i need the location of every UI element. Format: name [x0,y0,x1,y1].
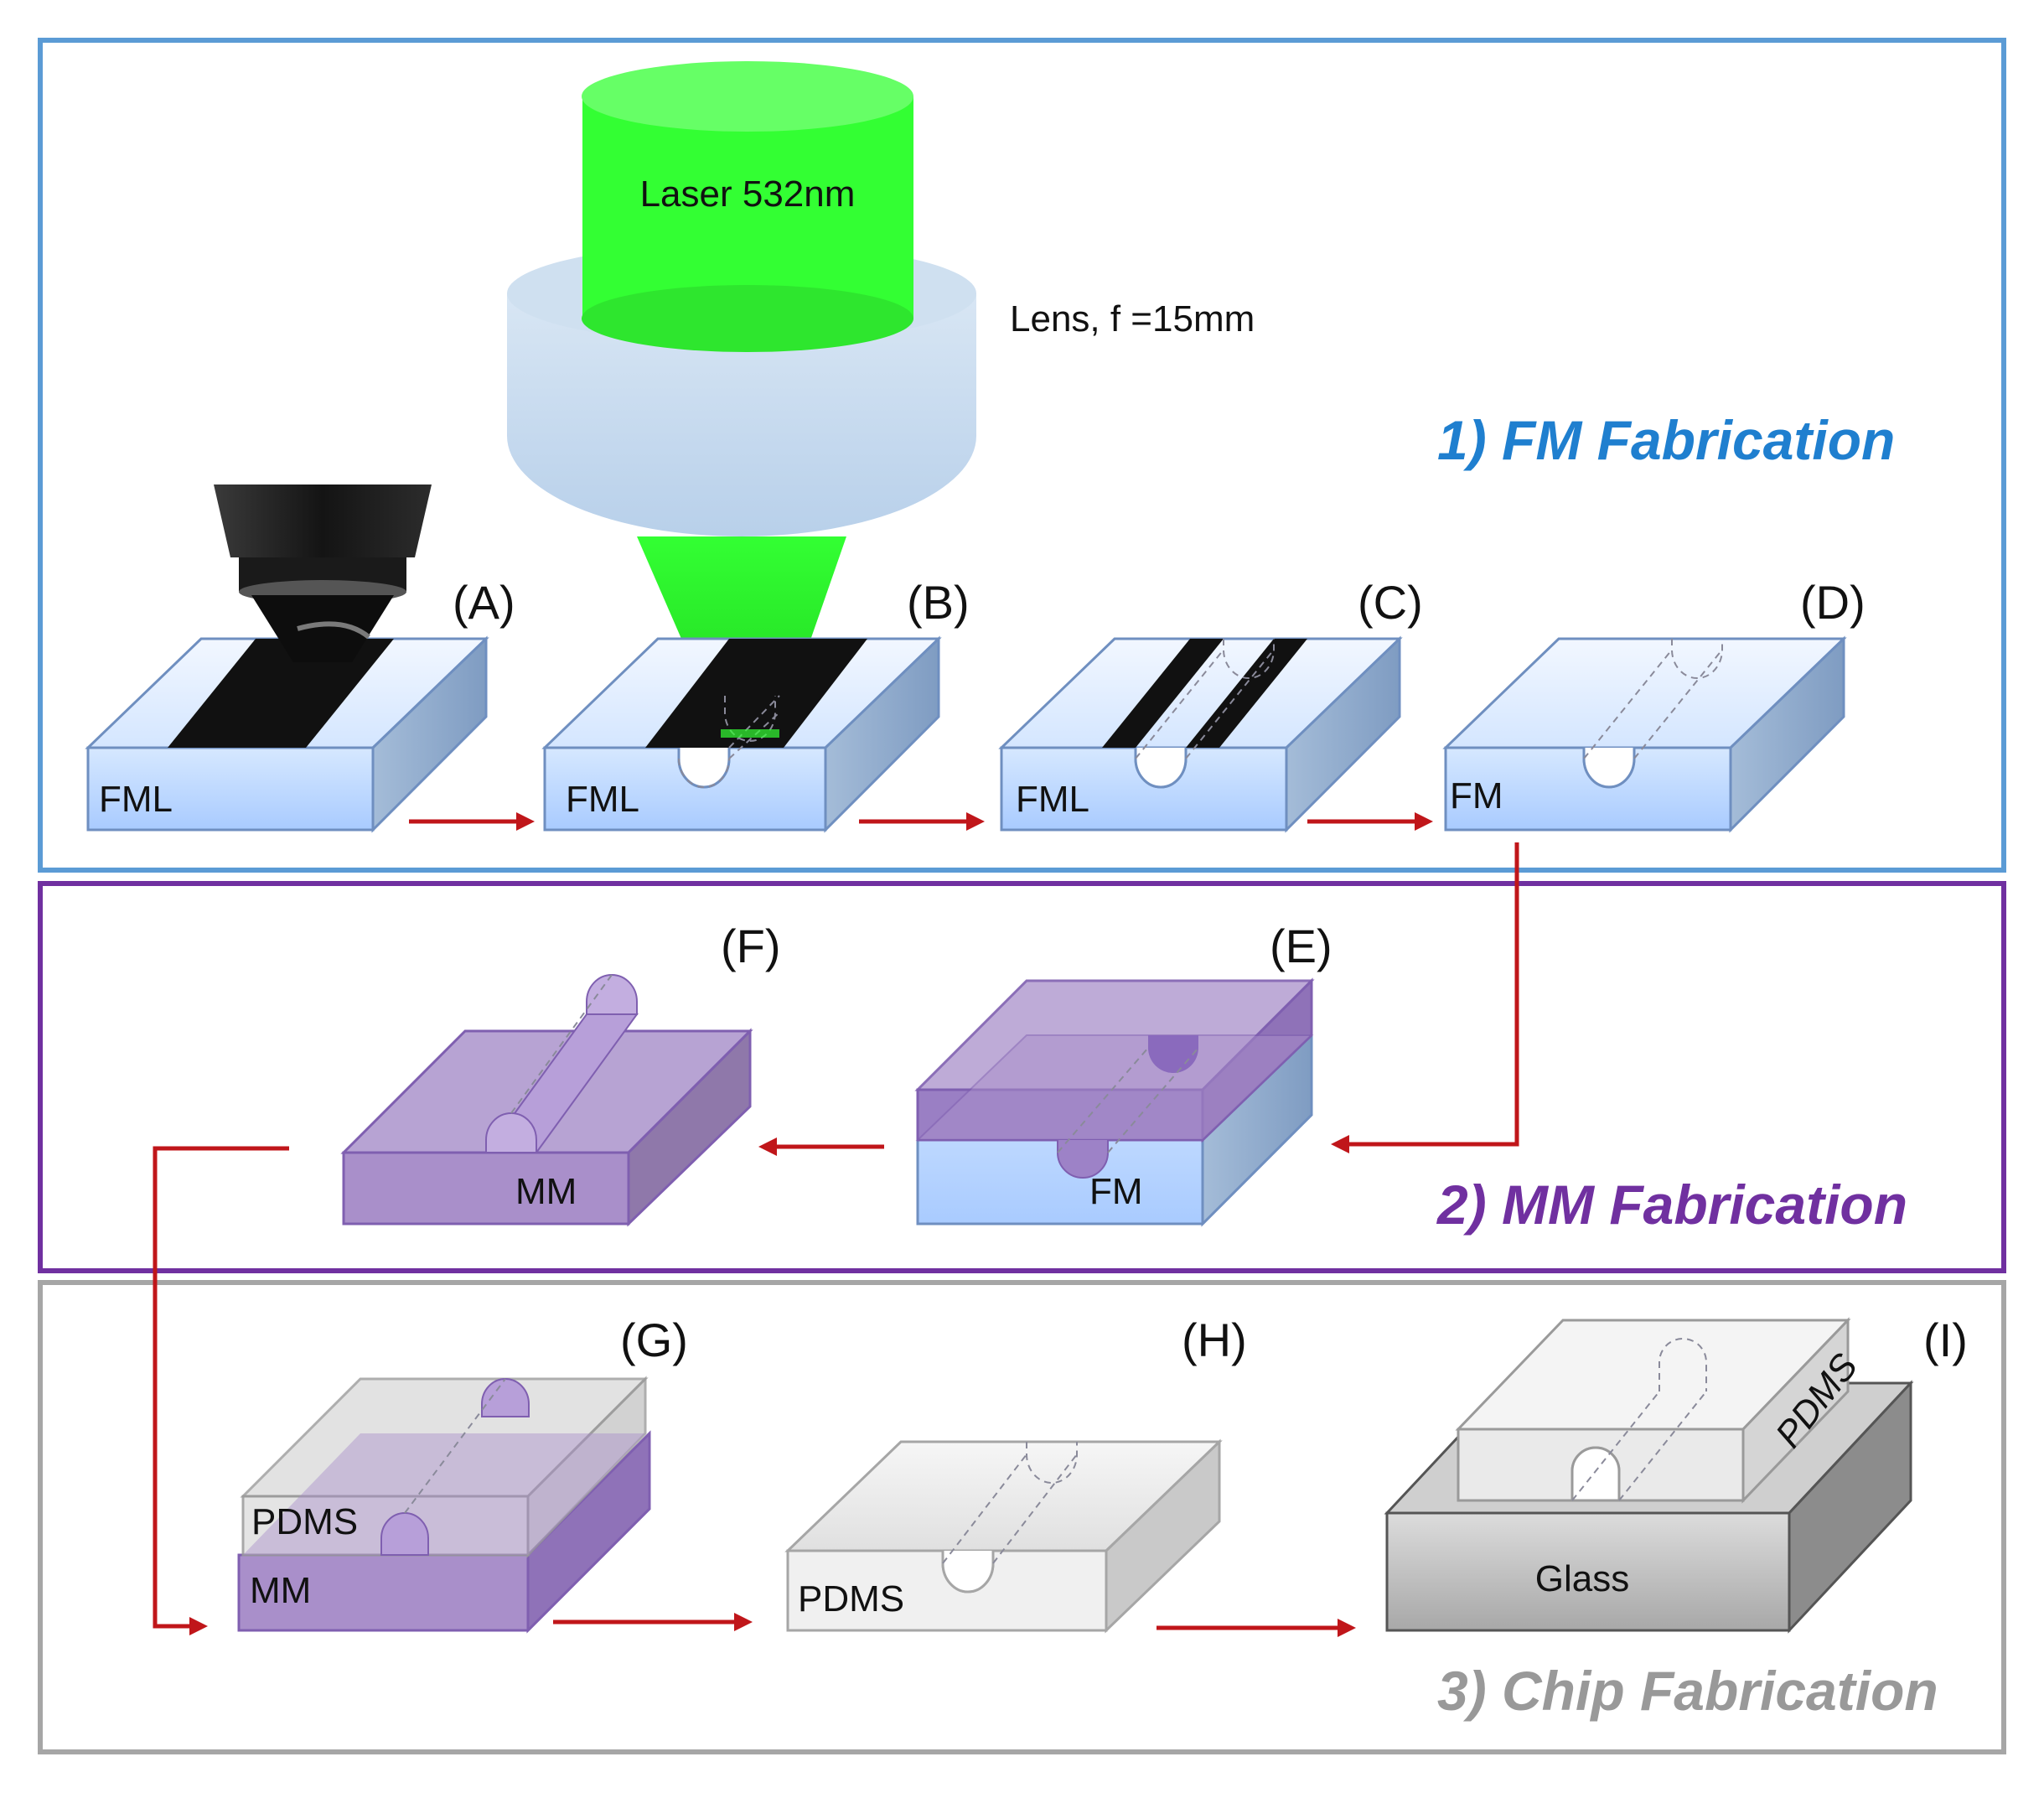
step-d-tag: (D) [1800,576,1865,629]
process-arrows [153,812,1519,1637]
step-b-ink-stripe [645,639,867,748]
laser-head [582,61,913,352]
mm-section-title: 2) MM Fabrication [1436,1174,1907,1236]
step-a-fml-block: FML (A) [85,485,515,833]
dispenser-nozzle [214,485,432,662]
step-e-label: FM [1089,1171,1143,1212]
step-g-tag: (G) [620,1314,688,1366]
step-b-tag: (B) [907,576,970,629]
chip-section-frame [38,1280,2006,1754]
fm-section-title: 1) FM Fabrication [1437,409,1895,471]
step-i-tag: (I) [1923,1314,1968,1366]
fm-section-frame [38,38,2006,873]
arrow-h-to-i [1157,1619,1356,1637]
arrow-g-to-h [553,1613,753,1631]
step-c-fml-block: FML (C) [998,576,1423,833]
lens-label: Lens, f =15mm [1010,298,1255,339]
arrow-e-to-f [758,1137,884,1156]
chip-section-title: 3) Chip Fabrication [1437,1660,1938,1722]
step-f-mm-block: MM (F) [340,920,781,1227]
mm-section-frame [38,881,2006,1273]
step-a-label: FML [99,779,173,820]
arrow-c-to-d [1307,812,1433,831]
step-g-bottom-label: MM [250,1570,311,1611]
arrow-f-to-g [153,1146,289,1635]
step-h-label: PDMS [798,1578,904,1619]
arrow-a-to-b [409,812,535,831]
step-d-label: FM [1450,775,1503,816]
step-a-ink-stripe [168,639,394,748]
laser-assembly: Laser 532nm Lens, f =15mm [507,61,1255,729]
arrow-d-to-e [1331,842,1519,1153]
step-e-mold-stack: FM (E) [914,920,1332,1227]
step-c-tag: (C) [1358,576,1423,629]
step-h-pdms-block: PDMS (H) [784,1314,1247,1634]
step-e-tag: (E) [1270,920,1332,972]
step-a-tag: (A) [453,576,515,629]
step-d-fm-block: FM (D) [1442,576,1865,833]
step-b-fml-block: FML (B) [541,576,970,833]
step-g-pdms-on-mm: PDMS MM (G) [237,1314,688,1634]
step-f-tag: (F) [721,920,781,972]
step-f-label: MM [515,1171,577,1212]
step-b-label: FML [566,779,639,820]
laser-label: Laser 532nm [640,174,856,215]
step-h-tag: (H) [1182,1314,1247,1366]
step-i-bottom-label: Glass [1535,1558,1629,1599]
step-i-chip: PDMS Glass (I) [1384,1314,1968,1634]
arrow-b-to-c [859,812,985,831]
step-c-label: FML [1016,779,1089,820]
step-g-top-label: PDMS [251,1501,358,1542]
